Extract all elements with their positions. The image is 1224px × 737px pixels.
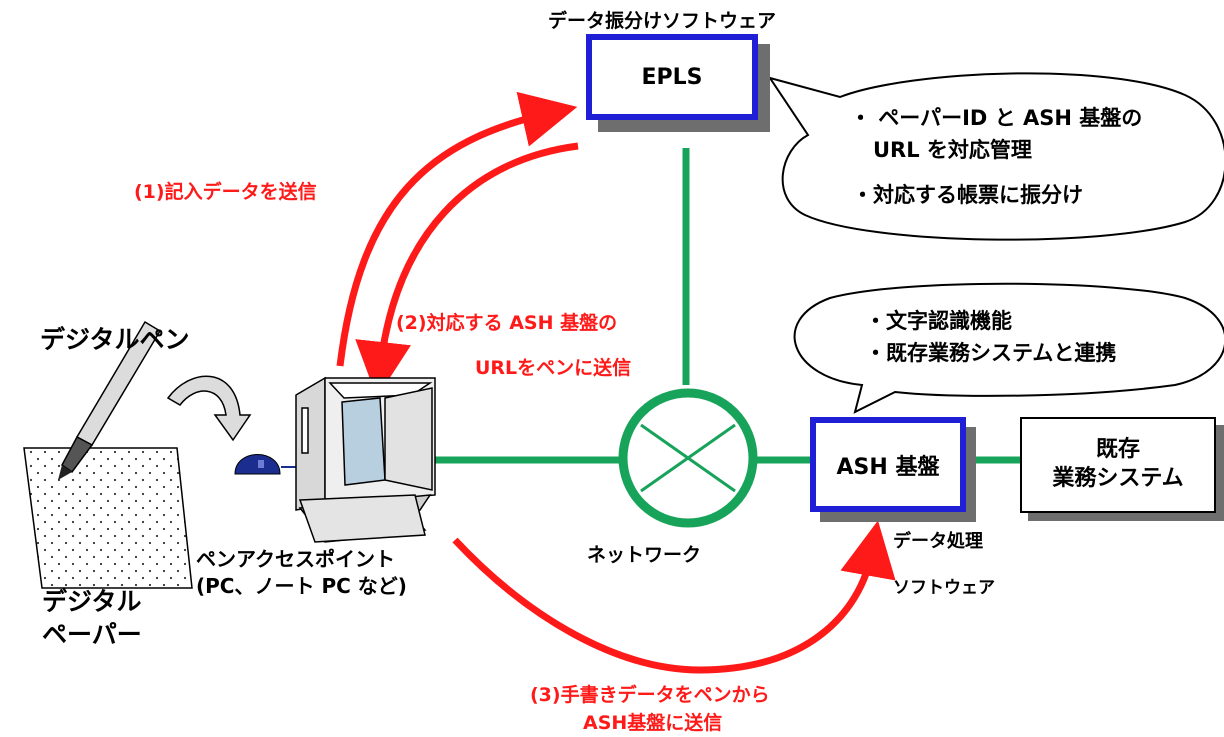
digital-pen-icon [58, 320, 162, 480]
access-point-line2: (PC、ノート PC など) [196, 574, 407, 598]
step2-line1: (2)対応する ASH 基盤の [396, 312, 618, 334]
data-processing-line1: データ処理 [893, 531, 983, 552]
bubble2-line2: ・既存業務システムと連携 [865, 341, 1117, 365]
network-label: ネットワーク [587, 544, 702, 566]
epls-label: EPLS [641, 64, 703, 90]
curved-arrow-icon [166, 375, 252, 442]
digital-pen-label: デジタルペン [40, 325, 190, 354]
existing-system-box[interactable]: 既存 業務システム [1020, 417, 1216, 513]
step3-line1: (3)手書きデータをペンから [530, 684, 770, 706]
speech-bubble-2 [793, 282, 1224, 414]
red-arrows [336, 91, 896, 674]
top-label: データ振分けソフトウェア [548, 10, 777, 32]
digital-paper-line2: ペーパー [42, 620, 142, 649]
speech-bubble-1 [767, 72, 1224, 241]
step3-line2: ASH基盤に送信 [583, 712, 723, 734]
ash-label: ASH 基盤 [836, 454, 940, 480]
bubble1-line3: ・対応する帳票に振分け [852, 183, 1083, 207]
data-processing-line2: ソフトウェア [893, 578, 995, 598]
access-point-line1: ペンアクセスポイント [196, 547, 395, 571]
bubble2-line1: ・文字認識機能 [865, 309, 1012, 333]
pen-dock-icon [234, 454, 300, 475]
epls-box[interactable]: EPLS [586, 34, 758, 120]
bubble1-line2: URL を対応管理 [873, 138, 1032, 162]
ash-box[interactable]: ASH 基盤 [810, 417, 966, 512]
keyboard-icon [298, 494, 426, 543]
existing-line1: 既存 [1095, 437, 1140, 463]
network-hub-icon [618, 388, 758, 528]
digital-paper-line1: デジタル [42, 587, 142, 616]
existing-line2: 業務システム [1052, 466, 1184, 491]
step2-line2: URLをペンに送信 [475, 357, 632, 379]
bubble1-line1: ・ ペーパーID と ASH 基盤の [850, 106, 1143, 130]
digital-paper-icon [23, 447, 193, 589]
step1-label: (1)記入データを送信 [134, 181, 317, 203]
